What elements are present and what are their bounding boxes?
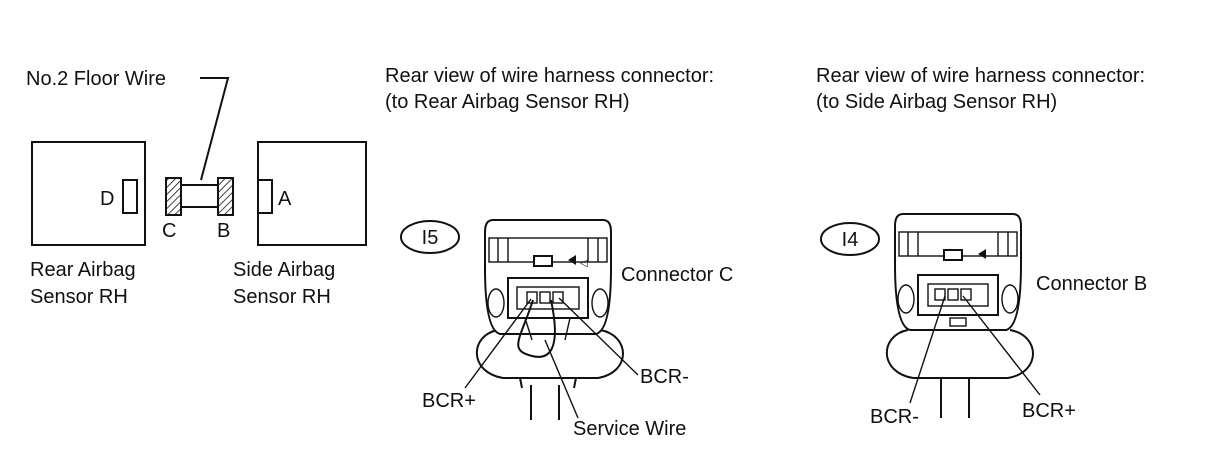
cable-boot	[885, 329, 1034, 379]
connector-code-i4: I4	[842, 229, 859, 251]
pin-label-bcr-plus-b: BCR+	[1022, 400, 1076, 422]
rear-sensor-label-line2: Sensor RH	[30, 286, 128, 308]
connector-code-i5: I5	[422, 227, 439, 249]
connector-b-terminal-cavity	[927, 283, 989, 307]
service-wire-loop	[517, 299, 556, 358]
terminal-mid-b	[947, 288, 959, 301]
leader-bcr-minus-b	[909, 295, 946, 404]
pin-label-bcr-minus-b: BCR-	[870, 406, 919, 428]
connector-b-title-line2: (to Side Airbag Sensor RH)	[816, 91, 1057, 113]
wire-end-b	[217, 177, 234, 216]
wire-end-label-c: C	[162, 220, 176, 242]
connector-c-name: Connector C	[621, 264, 733, 286]
service-wire-label: Service Wire	[573, 418, 686, 440]
connector-code-bubble-i5	[400, 220, 460, 254]
floor-wire-leader	[200, 77, 230, 181]
leader-bcr-minus-c	[558, 297, 639, 376]
connector-b-latch	[943, 249, 963, 261]
pin-label-d: D	[100, 188, 114, 210]
terminal-bcr-minus-c	[552, 291, 564, 304]
side-sensor-label-line1: Side Airbag	[233, 259, 335, 281]
connector-c-title-line2: (to Rear Airbag Sensor RH)	[385, 91, 630, 113]
leader-bcr-plus-b	[962, 295, 1041, 396]
connector-c-side-lock-left	[487, 288, 505, 318]
triangle-marker-icon	[978, 249, 986, 259]
connector-c-view: Rear view of wire harness connector: (to…	[385, 65, 733, 440]
cable-boot-neck	[519, 377, 577, 389]
connector-b-key	[949, 317, 967, 327]
terminal-mid-c	[539, 291, 551, 304]
pin-label-bcr-plus-c: BCR+	[422, 390, 476, 412]
floor-wire-label: No.2 Floor Wire	[26, 68, 166, 90]
system-overview: No.2 Floor Wire D Rear Airbag Sensor RH …	[26, 68, 367, 308]
connector-b-name: Connector B	[1036, 273, 1147, 295]
connector-b-view: Rear view of wire harness connector: (to…	[816, 65, 1147, 428]
rear-sensor-label-line1: Rear Airbag	[30, 259, 136, 281]
connector-b-title-line1: Rear view of wire harness connector:	[816, 65, 1145, 87]
connector-code-bubble-i4	[820, 222, 880, 256]
leader-service-wire	[544, 339, 579, 419]
connector-c-terminal-cavity	[516, 286, 580, 310]
wire-end-label-b: B	[217, 220, 230, 242]
side-sensor-label-line2: Sensor RH	[233, 286, 331, 308]
connector-b-side-lock-left	[897, 284, 915, 314]
cable-boot	[475, 329, 624, 379]
pin-label-bcr-minus-c: BCR-	[640, 366, 689, 388]
rear-sensor-connector-d	[122, 179, 138, 214]
leader-bcr-plus-c	[464, 298, 532, 389]
connector-c-latch	[533, 255, 553, 267]
connector-c-face	[507, 277, 589, 319]
rear-airbag-sensor-box	[31, 141, 146, 246]
pin-label-a: A	[278, 188, 292, 210]
connector-c-title-line1: Rear view of wire harness connector:	[385, 65, 714, 87]
housing-mark: ◁	[580, 258, 588, 269]
connector-c-side-lock-right	[591, 288, 609, 318]
side-airbag-sensor-box	[257, 141, 367, 246]
connector-b-side-lock-right	[1001, 284, 1019, 314]
wire-end-c	[165, 177, 182, 216]
side-sensor-connector-a	[257, 179, 273, 214]
terminal-bcr-minus-b	[934, 288, 946, 301]
triangle-marker-icon	[568, 255, 576, 265]
